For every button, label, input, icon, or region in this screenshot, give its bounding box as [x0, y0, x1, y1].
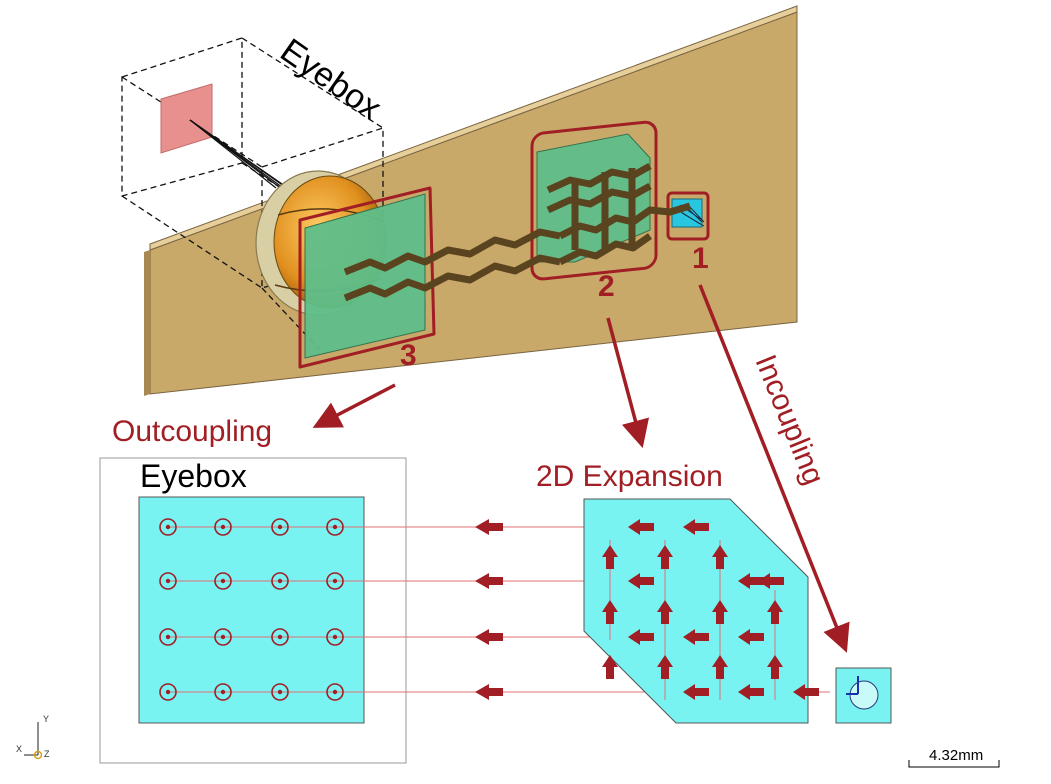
eyebox-marker-dot	[332, 634, 338, 640]
left-arrow	[475, 519, 503, 535]
eyebox-marker	[271, 518, 289, 536]
expansion-up-arrow	[712, 600, 728, 624]
outcoupling-region-2d	[138, 496, 365, 724]
expansion-region-2d	[583, 498, 809, 724]
eyebox-marker	[271, 572, 289, 590]
eyebox-marker	[271, 628, 289, 646]
expansion-up-arrow	[602, 600, 618, 624]
eyebox-marker-dot	[332, 524, 338, 530]
eyebox-marker-dot	[220, 524, 226, 530]
eyebox-marker-dot	[220, 578, 226, 584]
expansion-up-arrow	[657, 600, 673, 624]
incoupler-axes	[846, 676, 859, 695]
eyebox-marker-dot	[277, 634, 283, 640]
expansion-label: 2D Expansion	[536, 460, 723, 493]
left-arrow	[475, 684, 503, 700]
expansion-up-arrow	[712, 655, 728, 679]
outcoupling-arrows	[475, 519, 503, 700]
scale-bar: 4.32mm	[908, 747, 1000, 768]
eyebox-3d-label: Eyebox	[273, 31, 388, 127]
expansion-left-arrow	[758, 573, 784, 589]
incoupling-label: Incoupling	[749, 350, 831, 489]
eyebox-marker	[271, 683, 289, 701]
eyebox-marker-dot	[332, 578, 338, 584]
expansion-left-arrow	[628, 629, 654, 645]
axis-x-label: X	[16, 744, 22, 754]
eyebox-marker	[214, 628, 232, 646]
expansion-up-arrow	[657, 655, 673, 679]
eyebox-marker-dot	[277, 689, 283, 695]
region-2-outline	[530, 120, 658, 281]
eyebox-marker	[326, 518, 344, 536]
eyebox-marker	[159, 683, 177, 701]
connector-arrows	[312, 284, 850, 653]
expansion-up-arrow	[602, 655, 618, 679]
axis-z-label: Z	[44, 749, 50, 759]
axis-y-label: Y	[43, 714, 49, 724]
expansion-up-arrow	[712, 545, 728, 569]
eyebox-marker	[214, 572, 232, 590]
eyebox-marker-dot	[165, 634, 171, 640]
eyebox-marker-dot	[165, 689, 171, 695]
eyebox-marker	[326, 628, 344, 646]
waveguide-3d-view: Eyebox 1 2 3	[121, 5, 798, 396]
expansion-left-arrow	[738, 629, 764, 645]
expansion-left-arrow	[683, 684, 709, 700]
expansion-left-arrow	[738, 573, 764, 589]
eyebox-marker	[214, 683, 232, 701]
expansion-left-arrow	[683, 629, 709, 645]
eye-rays	[189, 119, 306, 201]
eyebox-marker	[159, 518, 177, 536]
eyebox-panel-label: Eyebox	[140, 458, 247, 494]
left-arrow	[475, 629, 503, 645]
eyebox-marker	[326, 572, 344, 590]
expansion-up-arrow	[767, 655, 783, 679]
expansion-left-arrow	[683, 519, 709, 535]
eyebox-marker	[326, 683, 344, 701]
region-1-outline	[666, 191, 710, 241]
ray-bundles	[343, 162, 692, 302]
axis-triad: Y X Z	[16, 714, 50, 760]
eyebox-target-square	[160, 83, 213, 154]
expansion-up-arrow	[767, 600, 783, 624]
outcoupling-grating	[304, 193, 426, 359]
scale-bar-value: 4.32mm	[929, 747, 983, 764]
eyebox-marker	[214, 518, 232, 536]
eyebox-marker	[159, 572, 177, 590]
expansion-left-arrow	[793, 684, 819, 700]
left-arrow	[475, 573, 503, 589]
eyebox-marker-dot	[332, 689, 338, 695]
eyebox-marker-dot	[277, 524, 283, 530]
eyebox-marker-dot	[220, 689, 226, 695]
eyebox-marker-dot	[277, 578, 283, 584]
outcoupling-label: Outcoupling	[112, 415, 272, 448]
region-1-number: 1	[692, 242, 709, 275]
eyebox-marker-dot	[220, 634, 226, 640]
expansion-left-arrow	[628, 519, 654, 535]
expansion-up-arrow	[657, 545, 673, 569]
expansion-left-arrow	[738, 684, 764, 700]
region-2-number: 2	[598, 270, 615, 303]
eyebox-marker-dot	[165, 524, 171, 530]
expansion-arrows	[602, 519, 819, 700]
eyebox-marker-dot	[165, 578, 171, 584]
waveguide-plate-side	[144, 250, 150, 396]
expansion-left-arrow	[628, 573, 654, 589]
region-3-outline	[298, 186, 436, 369]
eyebox-marker	[159, 628, 177, 646]
eyebox-marker-grid	[159, 518, 344, 701]
region-3-number: 3	[400, 339, 417, 372]
expansion-up-arrow	[602, 545, 618, 569]
